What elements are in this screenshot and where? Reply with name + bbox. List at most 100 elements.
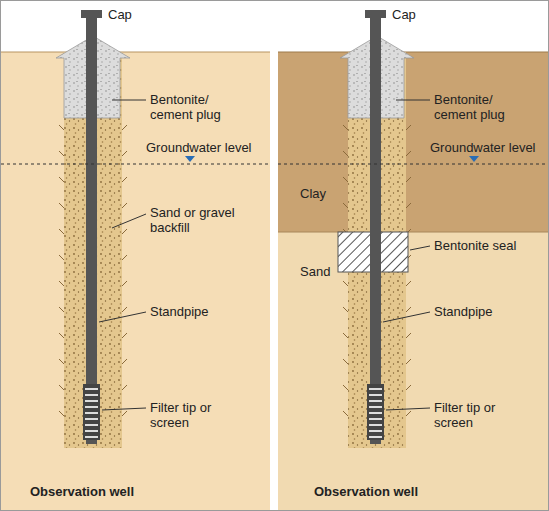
wall-tick [343,151,348,156]
wall-tick [343,203,348,208]
wall-tick [122,255,127,260]
standpipe [370,14,381,444]
layer-boundary [278,232,548,233]
slot [85,406,98,408]
wall-tick [59,281,64,286]
wall-tick [122,151,127,156]
wall-tick [343,411,348,416]
callout-label: Cap [108,7,168,22]
slot [85,394,98,396]
layer-label: Clay [300,186,360,201]
wall-tick [343,359,348,364]
cap [81,10,102,18]
screen [367,384,384,440]
groundwater-line [278,164,548,165]
groundwater-label: Groundwater level [146,140,266,155]
slot [85,418,98,420]
screen-slots [369,389,382,437]
wall-tick [59,333,64,338]
wall-tick [122,203,127,208]
wall-tick [59,359,64,364]
callout-label: Sand or gravel backfill [150,205,250,235]
wall-tick [59,151,64,156]
observation-well [56,10,130,448]
wall-tick [59,255,64,260]
wall-tick [59,385,64,390]
slot [85,412,98,414]
wall-tick [406,333,411,338]
observation-well [338,10,414,448]
wall-tick [343,385,348,390]
callout-label: Bentonite seal [434,238,544,253]
wall-tick [406,203,411,208]
leader-lines [99,100,430,410]
layer-label: Sand [300,264,360,279]
slot [85,388,98,390]
slot [369,418,382,420]
ground-surface [1,52,270,53]
wall-tick [122,281,127,286]
ground-clay [278,52,548,232]
slot [85,430,98,432]
ground-surface [278,52,548,53]
ground-sand [1,52,270,510]
panel-title: Observation well [30,484,230,499]
callout-label: Bentonite/ cement plug [150,92,238,122]
wall-tick [122,385,127,390]
wall-tick [122,125,127,130]
wall-tick [59,411,64,416]
panel-title: Observation well [314,484,514,499]
wall-tick [59,307,64,312]
slot [369,400,382,402]
wall-tick [343,281,348,286]
slot [369,388,382,390]
wall-tick [122,177,127,182]
callout-label: Filter tip or screen [150,400,234,430]
wall-tick [59,177,64,182]
wall-tick [406,125,411,130]
wall-tick [122,229,127,234]
callout-label: Standpipe [434,304,534,319]
standpipe [86,14,97,444]
water-symbol [469,156,479,162]
wall-tick [343,307,348,312]
water-symbol [185,156,195,162]
wall-tick [122,333,127,338]
wall-tick [343,333,348,338]
slot [369,424,382,426]
slot [369,406,382,408]
wall-tick [122,307,127,312]
wall-tick [122,411,127,416]
slot [369,394,382,396]
wall-tick [406,151,411,156]
callout-label: Standpipe [150,304,250,319]
callout-label: Cap [392,7,452,22]
wall-tick [406,177,411,182]
groundwater-line [1,164,270,165]
cap [365,10,386,18]
slot [369,436,382,438]
callout-label: Filter tip or screen [434,400,518,430]
slot [85,436,98,438]
wall-tick [59,125,64,130]
wall-tick [406,359,411,364]
ground-sand [278,232,548,510]
wall-tick [59,229,64,234]
screen [83,384,100,440]
callout-label: Bentonite/ cement plug [434,92,522,122]
wall-tick [406,281,411,286]
wall-tick [122,359,127,364]
wall-tick [59,203,64,208]
wall-tick [406,385,411,390]
wall-tick [343,125,348,130]
slot [369,430,382,432]
groundwater-label: Groundwater level [430,140,545,155]
slot [85,424,98,426]
slot [85,400,98,402]
screen-slots [85,389,98,437]
wall-tick [343,177,348,182]
slot [369,412,382,414]
